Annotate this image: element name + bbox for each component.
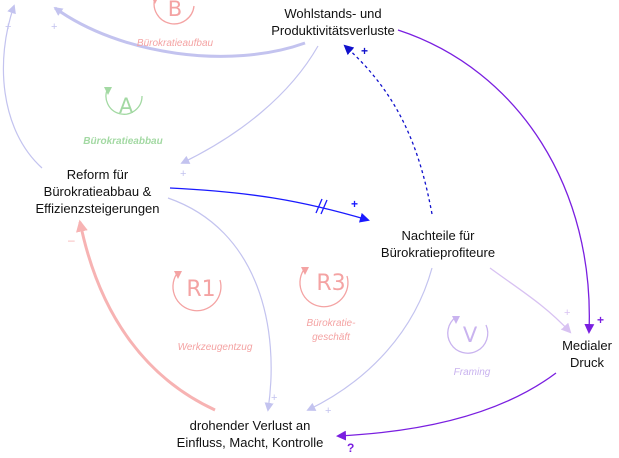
polarity-sign: + bbox=[51, 21, 57, 33]
edge-wohlstand-to-medialer bbox=[397, 29, 595, 334]
node-label-line: Reform für bbox=[66, 167, 129, 182]
polarity-sign: + bbox=[325, 405, 331, 417]
node-label-line: drohender Verlust an bbox=[189, 418, 311, 433]
polarity-sign: + bbox=[5, 21, 11, 33]
edge-nachteile-to-medialer bbox=[489, 267, 572, 334]
edge-verlust-to-reform bbox=[76, 219, 216, 412]
loop-a: A Bürokratieabbau bbox=[83, 87, 163, 147]
loop-b: B Bürokratieaufbau bbox=[137, 0, 214, 49]
loop-b-letter: B bbox=[168, 0, 182, 21]
polarity-sign: – bbox=[68, 233, 75, 247]
loop-r1-letter: R1 bbox=[186, 277, 215, 302]
node-label-line: Medialer bbox=[562, 338, 612, 353]
node-label-line: Druck bbox=[570, 355, 604, 370]
loop-a-letter: A bbox=[119, 94, 134, 118]
node-label-line: Bürokratieabbau & bbox=[43, 184, 152, 199]
loop-r1-caption: Werkzeugentzug bbox=[178, 342, 253, 353]
loop-v: V Framing bbox=[447, 316, 491, 378]
loop-b-caption: Bürokratieaufbau bbox=[137, 38, 214, 49]
polarity-sign: + bbox=[361, 44, 368, 58]
loop-r3-caption-line-1: Bürokratie- bbox=[307, 318, 357, 329]
node-label-line: Wohlstands- und bbox=[284, 6, 382, 21]
loop-a-circle-arrow bbox=[105, 87, 143, 115]
node-medialer-druck: Medialer Druck bbox=[555, 337, 619, 371]
loop-a-caption: Bürokratieabbau bbox=[83, 136, 162, 147]
loop-v-caption: Framing bbox=[454, 367, 491, 378]
node-label-line: Produktivitätsverluste bbox=[271, 23, 395, 38]
delay-mark-2 bbox=[320, 199, 328, 215]
polarity-sign: + bbox=[597, 313, 604, 327]
node-label-line: Einfluss, Macht, Kontrolle bbox=[176, 435, 324, 450]
polarity-sign: + bbox=[271, 392, 277, 404]
edge-reform-to-verlust bbox=[167, 197, 274, 412]
edge-medialer-to-verlust bbox=[336, 372, 557, 441]
loop-r3: R3 Bürokratie- geschäft bbox=[299, 267, 357, 343]
node-label-line: Effizienzsteigerungen bbox=[35, 201, 160, 216]
loop-r3-letter: R3 bbox=[316, 271, 345, 296]
node-wohlstands-und-produktivitaetsverluste: Wohlstands- und Produktivitätsverluste bbox=[258, 5, 408, 39]
loop-r3-circle-arrow bbox=[299, 267, 349, 308]
delay-mark-1 bbox=[315, 198, 323, 214]
loop-b-circle-arrow bbox=[153, 0, 195, 25]
edge-wohlstand-to-buerokratieaufbau bbox=[53, 6, 306, 58]
node-reform-fuer-buerokratieabbau: Reform für Bürokratieabbau & Effizienzst… bbox=[30, 166, 165, 217]
loop-r1-circle-arrow bbox=[172, 271, 222, 312]
node-nachteile-fuer-buerokratieprofiteure: Nachteile für Bürokratieprofiteure bbox=[368, 227, 508, 261]
node-drohender-verlust: drohender Verlust an Einfluss, Macht, Ko… bbox=[165, 417, 335, 451]
polarity-sign: + bbox=[351, 197, 358, 211]
edge-wohlstand-to-reform bbox=[180, 45, 319, 164]
node-label-line: Bürokratieprofiteure bbox=[380, 245, 496, 260]
edge-reform-to-nachteile bbox=[169, 187, 370, 223]
polarity-sign: + bbox=[180, 168, 186, 180]
loop-v-circle-arrow bbox=[447, 316, 489, 354]
loop-r1: R1 Werkzeugentzug bbox=[172, 271, 253, 353]
polarity-sign: + bbox=[564, 307, 570, 319]
polarity-sign: ? bbox=[347, 441, 354, 455]
edge-reform-to-top bbox=[2, 4, 43, 169]
loop-v-letter: V bbox=[463, 323, 478, 347]
loop-r3-caption-line-2: geschäft bbox=[312, 332, 351, 343]
node-label-line: Nachteile für bbox=[401, 228, 475, 243]
edge-nachteile-to-verlust bbox=[306, 267, 433, 411]
